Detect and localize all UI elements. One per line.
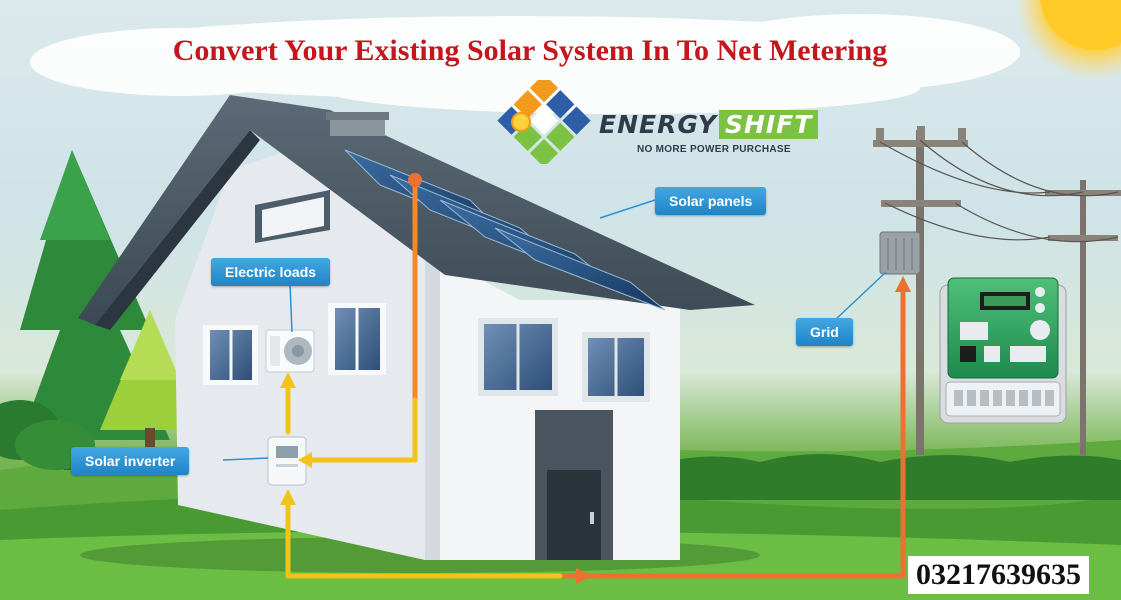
solar-inverter-icon <box>267 436 307 486</box>
arrow-icon <box>298 452 312 468</box>
pine-tree-small-icon <box>100 310 200 458</box>
air-conditioner-icon <box>265 329 315 373</box>
sun-core <box>1040 0 1121 50</box>
transformer-icon <box>879 231 921 275</box>
flow-origin-dot <box>408 173 422 187</box>
arrow-icon <box>576 568 592 584</box>
arrow-icon <box>280 372 296 388</box>
phone-number: 03217639635 <box>908 556 1089 594</box>
solar-panel-array <box>344 149 666 311</box>
callout-leaders <box>222 199 887 461</box>
brand-tagline: NO MORE POWER PURCHASE <box>637 144 791 155</box>
callout-solar-inverter: Solar inverter <box>71 447 190 475</box>
grid-flow-path <box>285 287 906 579</box>
cloud-band <box>30 14 1020 114</box>
page-title: Convert Your Existing Solar System In To… <box>172 34 888 67</box>
chimney <box>330 116 385 136</box>
callout-solar-panels: Solar panels <box>655 187 767 215</box>
brand-word-energy: ENERGY <box>599 110 717 139</box>
arrow-icon <box>895 276 911 292</box>
power-pole-far-icon <box>1045 180 1121 455</box>
callout-grid: Grid <box>796 318 853 346</box>
brand-word-shift: SHIFT <box>718 110 819 139</box>
shrub <box>0 400 95 470</box>
arrow-icon <box>280 489 296 505</box>
callout-electric-loads: Electric loads <box>211 258 331 286</box>
hedge <box>640 454 1121 500</box>
power-lines <box>879 139 1119 243</box>
net-meter-icon <box>939 277 1067 424</box>
solar-panel-sun-logo-icon <box>497 80 591 164</box>
solar-flow-path <box>309 177 418 463</box>
